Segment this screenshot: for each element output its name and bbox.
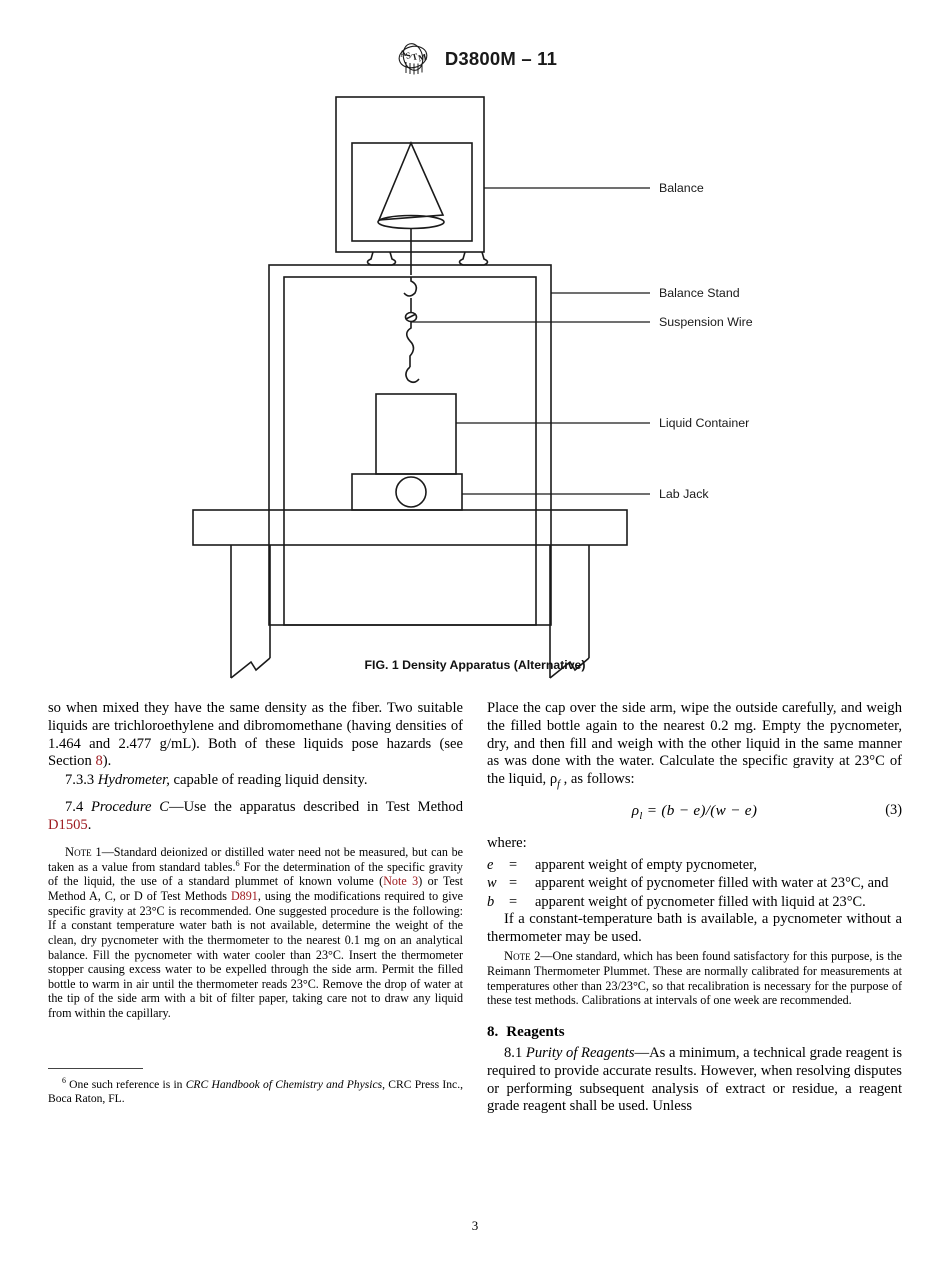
- definition-equals: =: [509, 856, 518, 873]
- equation-body: = (b − e)/(w − e): [642, 801, 758, 819]
- subscript-f: f: [557, 779, 560, 791]
- footnote-title: CRC Handbook of Chemistry and Physics: [185, 1078, 383, 1091]
- equation-3: ρl = (b − e)/(w − e): [487, 801, 902, 823]
- paragraph-8-1-purity-of-reagents: 8.1 Purity of Reagents—As a minimum, a t…: [487, 1045, 902, 1116]
- note-1-text-a: —Standard deionized or distilled water n…: [48, 844, 463, 874]
- definition-row: e = apparent weight of empty pycnometer,: [487, 856, 902, 874]
- page-header: A S T M D3800M – 11: [0, 42, 950, 76]
- footnote-number: 6: [62, 1076, 66, 1086]
- definition-equals: =: [509, 893, 518, 910]
- definition-row: w = apparent weight of pycnometer filled…: [487, 874, 902, 892]
- paragraph-7-4-procedure-c: 7.4 Procedure C—Use the apparatus descri…: [48, 799, 463, 835]
- svg-text:T: T: [410, 51, 418, 62]
- paragraph-pycnometer-procedure: Place the cap over the side arm, wipe th…: [487, 700, 902, 791]
- note-2-text: —One standard, which has been found sati…: [487, 948, 902, 1008]
- section-number: 8.: [487, 1023, 499, 1040]
- cross-reference-note-3[interactable]: Note 3: [383, 874, 419, 889]
- left-text-column: so when mixed they have the same density…: [48, 700, 463, 1021]
- standard-designation: D3800M – 11: [444, 48, 558, 69]
- clause-body: —Use the apparatus described in Test Met…: [169, 798, 464, 815]
- page-number: 3: [471, 1218, 479, 1233]
- equation-3-row: ρl = (b − e)/(w − e) (3): [487, 802, 902, 824]
- cross-reference-d891[interactable]: D891: [230, 889, 258, 904]
- para-text-end: , as follows:: [559, 771, 635, 788]
- svg-text:A: A: [398, 48, 407, 59]
- definition-symbol: b: [487, 893, 495, 910]
- svg-text:S: S: [404, 50, 411, 61]
- cross-reference-section-8[interactable]: 8: [95, 753, 103, 770]
- equation-rho: ρ: [631, 801, 640, 819]
- figure-label-balance-stand: Balance Stand: [659, 286, 740, 300]
- footnote-text-a: One such reference is in: [65, 1078, 186, 1091]
- note-1-text-c: ) or Test Method A, C, or D of Test Meth…: [48, 874, 463, 904]
- clause-title: Purity of Reagents: [525, 1045, 635, 1062]
- clause-title: Procedure C: [91, 798, 169, 815]
- section-title: Reagents: [506, 1023, 565, 1040]
- equation-number: (3): [885, 801, 902, 818]
- clause-body-end: .: [87, 816, 92, 833]
- paragraph-constant-temperature-bath: If a constant-temperature bath is availa…: [487, 911, 902, 945]
- definition-symbol: e: [487, 856, 494, 873]
- figure-caption: FIG. 1 Density Apparatus (Alternative): [364, 658, 586, 672]
- figure-density-apparatus: Balance Balance Stand Suspension Wire Li…: [0, 85, 950, 685]
- figure-label-liquid-container: Liquid Container: [659, 416, 749, 430]
- definition-row: b = apparent weight of pycnometer filled…: [487, 893, 902, 911]
- where-label: where:: [487, 834, 527, 851]
- symbol-definition-list: e = apparent weight of empty pycnometer,…: [487, 856, 902, 911]
- clause-number: 7.3.3: [65, 772, 98, 789]
- right-text-column: Place the cap over the side arm, wipe th…: [487, 700, 902, 1117]
- footnote-block: 6 One such reference is in CRC Handbook …: [48, 1068, 463, 1107]
- footnote-separator-rule: [48, 1068, 143, 1069]
- note-1: Note 1—Standard deionized or distilled w…: [48, 845, 463, 1021]
- para-text: so when mixed they have the same density…: [48, 700, 463, 770]
- note-2: Note 2—One standard, which has been foun…: [487, 949, 902, 1008]
- note-1-text-b: For the determination of the specific gr…: [48, 859, 463, 889]
- paragraph-7-3-3-hydrometer: 7.3.3 Hydrometer, capable of reading liq…: [48, 772, 463, 790]
- footnote-marker-6[interactable]: 6: [235, 858, 240, 868]
- definition-equals: =: [509, 875, 518, 892]
- clause-body: capable of reading liquid density.: [169, 772, 368, 789]
- definition-text: apparent weight of pycnometer filled wit…: [535, 875, 889, 892]
- clause-title: Hydrometer,: [97, 772, 170, 789]
- clause-number: 7.4: [65, 798, 91, 815]
- figure-label-balance: Balance: [659, 181, 704, 195]
- paragraph-continued-liquids: so when mixed they have the same density…: [48, 700, 463, 771]
- footnote-6: 6 One such reference is in CRC Handbook …: [48, 1076, 463, 1107]
- definition-text: apparent weight of empty pycnometer,: [535, 856, 758, 873]
- section-heading-8: 8. Reagents: [487, 1023, 902, 1041]
- figure-label-suspension-wire: Suspension Wire: [659, 315, 753, 329]
- footnote-text-b: , CRC Press Inc., Boca Raton, FL.: [48, 1078, 463, 1106]
- definition-symbol: w: [487, 875, 497, 892]
- note-1-label: Note 1: [65, 844, 102, 859]
- clause-number: 8.1: [504, 1045, 526, 1062]
- figure-label-lab-jack: Lab Jack: [659, 487, 709, 501]
- para-text: Place the cap over the side arm, wipe th…: [487, 700, 902, 788]
- astm-logo-icon: A S T M: [393, 42, 433, 76]
- svg-text:M: M: [417, 52, 428, 64]
- cross-reference-d1505[interactable]: D1505: [48, 816, 88, 833]
- note-1-text-d: , using the modifications required to gi…: [48, 889, 463, 1021]
- definition-text: apparent weight of pycnometer filled wit…: [535, 893, 866, 910]
- para-text-end: ).: [102, 753, 112, 770]
- equation-subscript: l: [639, 811, 643, 823]
- note-2-label: Note 2: [504, 948, 541, 963]
- clause-body: —As a minimum, a technical grade reagent…: [487, 1045, 903, 1115]
